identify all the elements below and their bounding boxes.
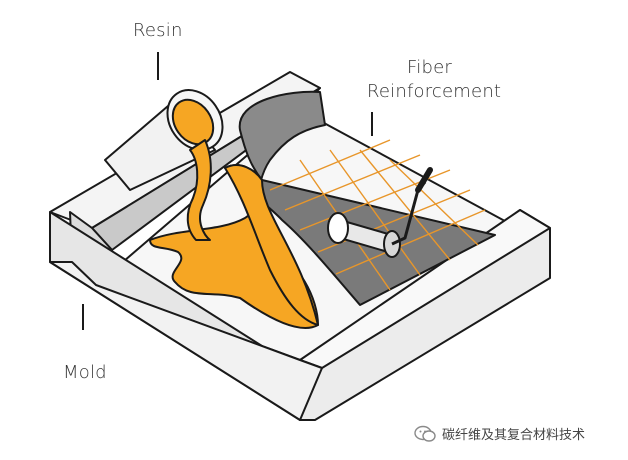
watermark-text: 碳纤维及其复合材料技术 xyxy=(442,428,586,443)
resin-label: Resin xyxy=(133,20,183,41)
fiber-label-line1: Fiber xyxy=(407,57,452,78)
wechat-icon xyxy=(414,425,436,442)
fiber-label-line2: Reinforcement xyxy=(367,81,502,102)
mold-label: Mold xyxy=(63,362,107,383)
watermark: 碳纤维及其复合材料技术 xyxy=(414,424,585,443)
roller-tool xyxy=(327,167,433,258)
resin-pool xyxy=(149,212,319,329)
resin-stream xyxy=(186,139,212,241)
resin-bucket xyxy=(104,89,224,241)
